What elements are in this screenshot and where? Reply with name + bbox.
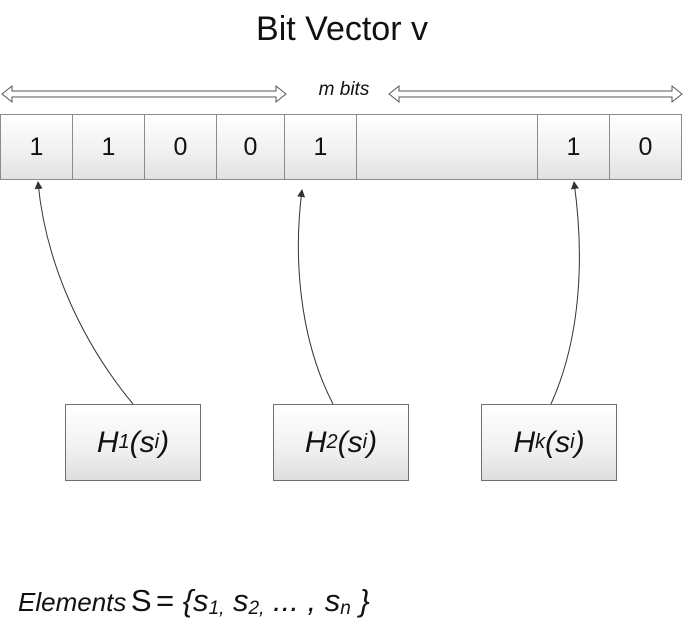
hash-arg-subscript: i bbox=[570, 431, 575, 453]
elements-label: Elements bbox=[18, 587, 127, 617]
hash-arg-subscript: i bbox=[154, 431, 160, 453]
hash-arrow-2 bbox=[297, 189, 334, 405]
hash-name: H bbox=[513, 425, 536, 459]
elements-set-label: Elements S = {s1, s2, ... , sn } bbox=[18, 583, 370, 619]
size-arrow-right bbox=[388, 84, 683, 104]
hash-arrow-3 bbox=[550, 181, 580, 405]
hash-arrow-1 bbox=[34, 181, 134, 405]
hash-arg: s bbox=[347, 425, 363, 459]
bit-cell: 1 bbox=[537, 114, 610, 180]
ellipsis: ... , bbox=[273, 583, 317, 618]
bit-cell: 0 bbox=[609, 114, 682, 180]
hash-subscript: 2 bbox=[326, 431, 338, 453]
bit-cell: 0 bbox=[144, 114, 217, 180]
element-subscript: n bbox=[340, 598, 351, 619]
hash-name: H bbox=[96, 425, 119, 459]
element-subscript: 2 bbox=[248, 598, 260, 619]
hash-arg: s bbox=[139, 425, 155, 459]
bit-cell: 1 bbox=[284, 114, 357, 180]
size-arrow-left bbox=[1, 84, 287, 104]
size-label: m bits bbox=[318, 79, 370, 100]
hash-name: H bbox=[304, 425, 327, 459]
hash-arg: s bbox=[555, 425, 571, 459]
bit-cell: 1 bbox=[72, 114, 145, 180]
hash-arg-subscript: i bbox=[362, 431, 368, 453]
hash-subscript: k bbox=[535, 431, 546, 453]
hash-subscript: 1 bbox=[118, 431, 130, 453]
bit-cell: 0 bbox=[216, 114, 285, 180]
diagram-title: Bit Vector v bbox=[256, 10, 428, 48]
bit-cell-gap bbox=[356, 114, 538, 180]
bit-cell: 1 bbox=[0, 114, 73, 180]
element-subscript: 1 bbox=[208, 598, 220, 619]
set-name: S bbox=[130, 583, 152, 618]
